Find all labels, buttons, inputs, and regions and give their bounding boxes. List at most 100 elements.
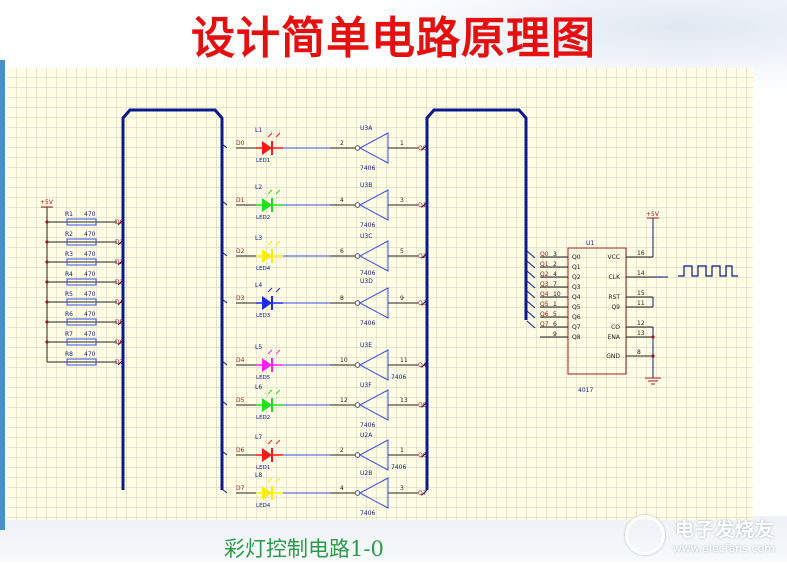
pin-number: 2 [553,261,557,268]
gate-type: 7406 [391,464,406,471]
gate-type: 7406 [360,422,375,429]
slide-title: 设计简单电路原理图 [191,13,596,64]
net-label: Q3 [540,281,549,288]
bus-entry [221,200,228,206]
bus-entry [526,290,536,299]
led-type: LED2 [256,215,270,221]
chip-pin-name: Q7 [572,324,581,331]
net-label: Q4 [418,362,427,369]
net-label: D5 [115,319,124,326]
net-label: Q6 [540,311,549,318]
chip-pin-name: VCC [608,254,620,261]
resistor-value: 470 [84,211,96,218]
gate-ref: U3E [360,342,372,349]
light-emission-icon [267,389,281,395]
resistor-r1 [66,218,97,226]
bus-entry [526,300,536,309]
net-label: D4 [236,357,245,364]
resistor-value: 470 [84,351,96,358]
pin-number: 11 [400,357,408,364]
bus-entry [117,319,124,326]
resistor-value: 470 [84,311,96,318]
pin-number: 6 [553,321,557,328]
watermark-url: www.elecfans.com [672,542,775,555]
pin-number: 13 [637,330,645,337]
net-label: D7 [115,359,124,366]
led-ref: L1 [255,127,262,134]
junction-dot [45,240,49,244]
net-label: Q3 [418,300,427,307]
resistor-value: 470 [84,231,96,238]
bus-entry [421,451,428,458]
bus-entry [421,201,428,208]
junction-dot [45,300,49,304]
pin-number: 13 [400,397,408,404]
gate-ref: U3F [360,382,372,389]
junction-dot [45,340,49,344]
pin-number: 9 [400,295,404,302]
led-type: LED4 [256,266,271,272]
bus-entry [421,299,428,306]
gate-ref: U3D [360,278,373,285]
junction-dot [45,220,49,224]
resistor-r8 [66,358,97,366]
bus-entry [421,489,428,496]
led-type: LED3 [256,313,271,319]
net-label: D3 [236,295,245,302]
resistor-value: 470 [84,271,96,278]
pin-number: 2 [340,447,344,454]
chip-pin-name: CLK [609,274,622,281]
bus-entry [421,361,428,368]
chip-pin-name: Q3 [572,284,581,291]
net-label: Q7 [418,490,427,497]
led-type: LED1 [256,465,270,471]
chip-part: 4017 [578,387,593,394]
bus-entry [221,251,228,257]
net-label: Q2 [418,253,427,260]
gate-ref: U3C [360,233,372,240]
net-label: D1 [115,239,124,246]
pin-number: 12 [340,397,348,404]
resistor-r4 [66,278,97,286]
led-ref: L4 [255,282,262,289]
net-label: D0 [236,140,245,147]
led-l3-icon [262,249,272,263]
led-l1-icon [262,141,272,155]
slide-caption: 彩灯控制电路1-0 [224,537,384,561]
chip-ref: U1 [586,240,594,247]
pin-number: 2 [340,140,344,147]
resistor-r3 [66,258,97,266]
light-emission-icon [267,477,281,483]
net-label: Q1 [540,261,549,268]
resistor-r2 [66,238,97,246]
bus-entry [526,320,536,329]
resistor-ref: R6 [65,311,73,318]
net-label: D7 [236,485,245,492]
bus-entry [117,239,124,246]
bus-entry [221,488,228,494]
pin-number: 5 [400,248,404,255]
resistor-value: 470 [84,291,96,298]
net-label: Q1 [418,202,427,209]
resistor-r6 [66,318,97,326]
pin-number: 4 [553,271,557,278]
watermark: 电子发烧友 www.elecfans.com [673,515,775,555]
bus-entry [421,401,428,408]
pin-number: 15 [637,290,645,297]
pin-number: 10 [553,291,561,298]
led-ref: L5 [255,344,262,351]
elecfans-logo-icon [625,515,665,555]
bus-entry [221,143,228,149]
bus-entry [117,219,124,226]
light-emission-icon [267,132,281,138]
light-emission-icon [267,189,281,195]
net-label: Q6 [418,452,427,459]
bus-entry [526,270,536,279]
led-l5-icon [262,358,272,372]
ground-icon [645,377,661,385]
resistor-value: 470 [84,331,96,338]
pin-number: 3 [400,485,404,492]
junction-dot [651,354,655,358]
light-emission-icon [267,439,281,445]
gate-type: 7406 [360,270,375,277]
